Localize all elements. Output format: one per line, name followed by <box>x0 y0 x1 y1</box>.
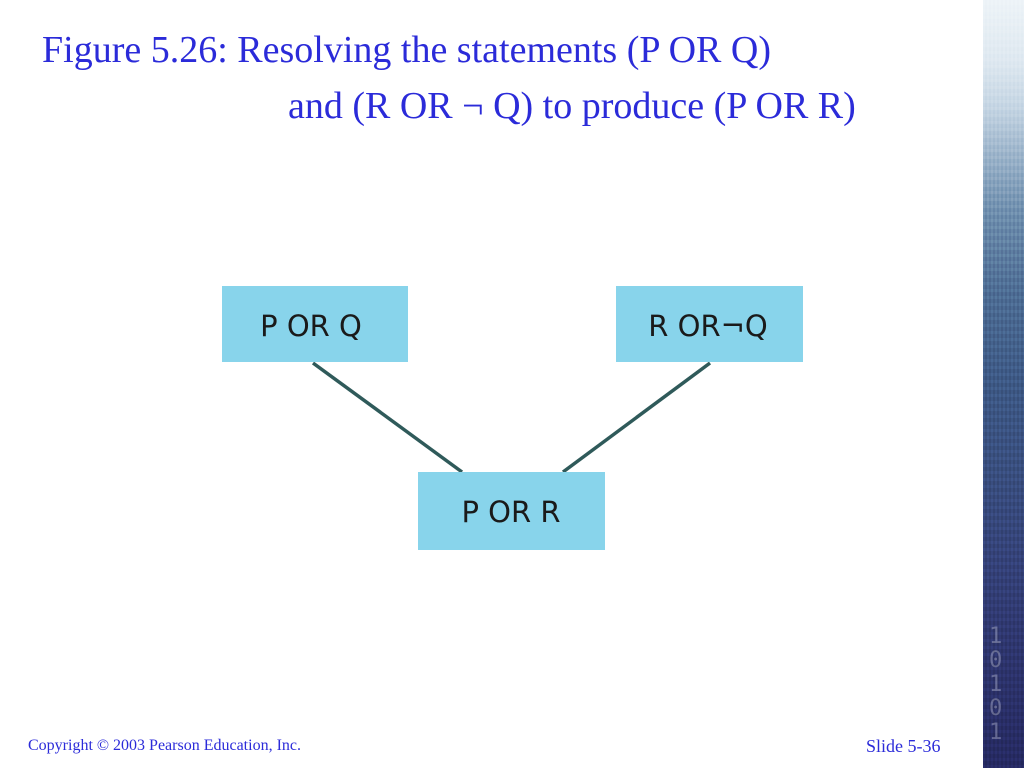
slide-number: Slide 5-36 <box>866 736 941 756</box>
node-r-or-not-q-label: R OR¬Q <box>648 309 767 343</box>
side-band-texture <box>983 0 1024 768</box>
node-p-or-q-label: P OR Q <box>260 309 362 343</box>
slide-title-line-2: and (R OR ¬ Q) to produce (P OR R) <box>288 85 856 127</box>
edge-right-to-result <box>561 361 712 474</box>
slide-title: Figure 5.26: Resolving the statements (P… <box>42 22 982 134</box>
node-r-or-not-q-box <box>616 286 803 362</box>
node-p-or-r: P OR R <box>418 472 605 550</box>
edge-left-to-result <box>311 361 464 474</box>
node-p-or-r-label: P OR R <box>461 495 560 529</box>
slide-title-line-1: Figure 5.26: Resolving the statements (P… <box>42 29 771 71</box>
node-p-or-r-box <box>418 472 605 550</box>
side-band-digits: 1 0 1 0 1 <box>989 624 1003 745</box>
node-p-or-q: P OR Q <box>222 286 408 362</box>
copyright-footer: Copyright © 2003 Pearson Education, Inc. <box>28 737 301 754</box>
decorative-side-band: 1 0 1 0 1 <box>983 0 1024 768</box>
node-r-or-not-q: R OR¬Q <box>616 286 803 362</box>
node-p-or-q-box <box>222 286 408 362</box>
